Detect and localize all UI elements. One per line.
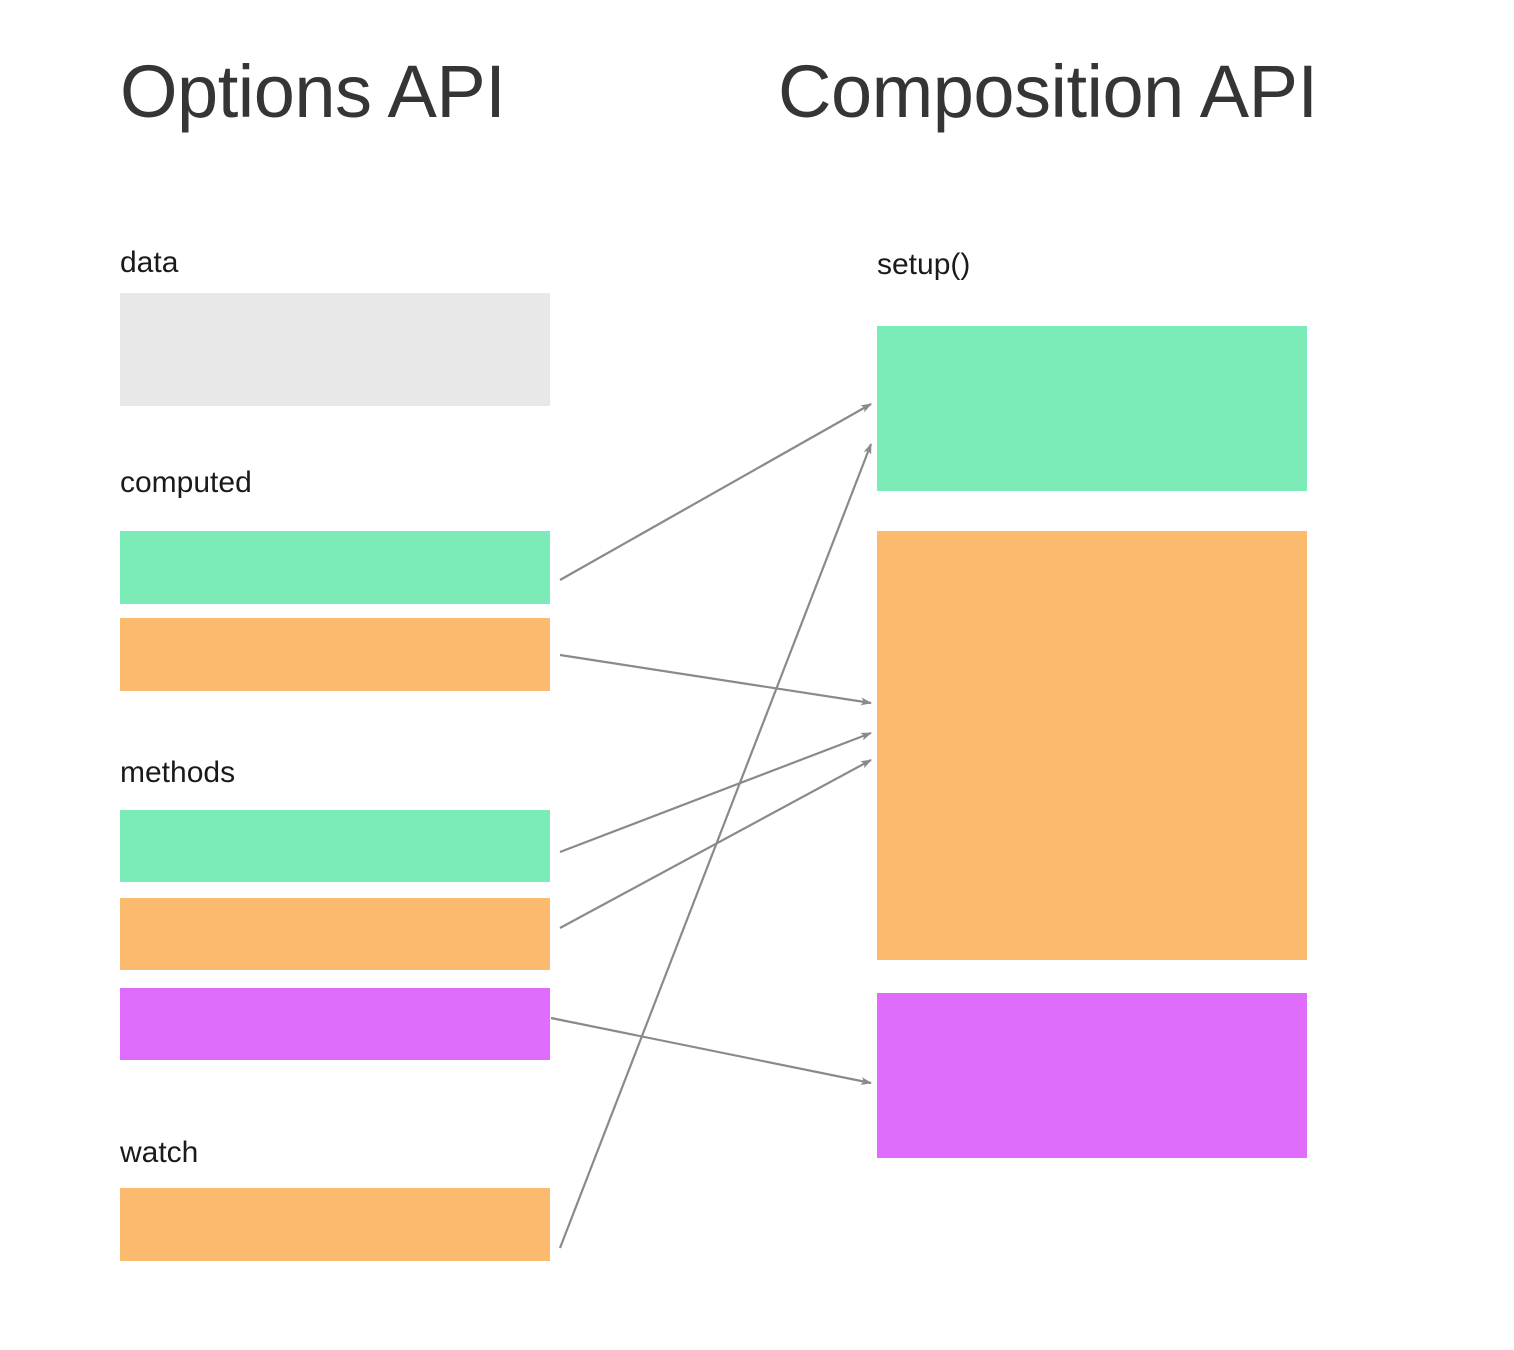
block-methods-purple [120,988,550,1060]
block-data-gray [120,293,550,406]
arrow-methods-purple-to-setup-purple [550,1016,872,1085]
block-computed-green [120,531,550,604]
group-label-watch: watch [120,1136,199,1169]
arrow-methods-green-to-setup-orange [559,731,872,854]
block-methods-green [120,810,550,882]
column-title-options-api: Options API [120,50,506,133]
arrow-watch-orange-to-setup-green [558,443,873,1249]
arrow-computed-green-to-setup-green [559,403,872,581]
block-computed-orange [120,618,550,691]
block-setup-purple [877,993,1307,1158]
group-label-computed: computed [120,466,252,499]
column-title-composition-api: Composition API [778,50,1318,133]
block-setup-green [877,326,1307,491]
block-setup-orange [877,531,1307,960]
arrow-methods-orange-to-setup-orange [559,759,872,929]
block-watch-orange [120,1188,550,1261]
arrow-computed-orange-to-setup-orange [559,653,872,706]
block-methods-orange [120,898,550,970]
group-label-setup: setup() [877,248,971,281]
group-label-data: data [120,246,179,279]
group-label-methods: methods [120,756,236,789]
